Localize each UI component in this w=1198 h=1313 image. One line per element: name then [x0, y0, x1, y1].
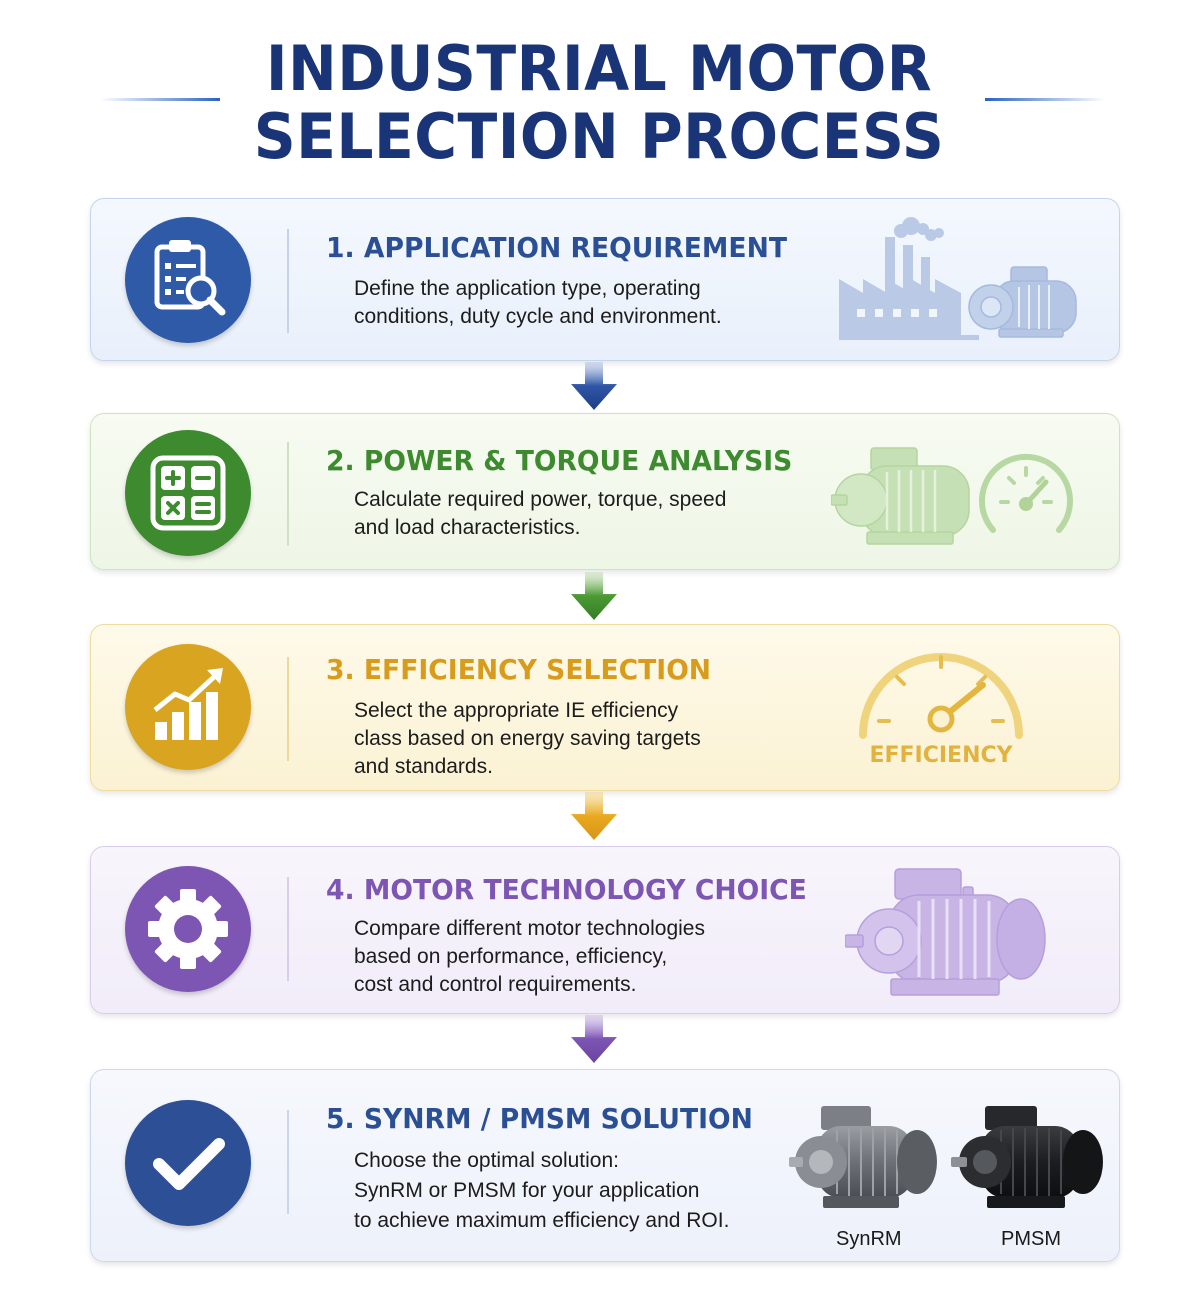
step-line: conditions, duty cycle and environment. — [354, 305, 722, 328]
step-description: Calculate required power, torque, speed … — [354, 486, 726, 542]
step-line: Define the application type, operating — [354, 277, 701, 300]
step-line: to achieve maximum efficiency and ROI. — [354, 1209, 730, 1232]
step-line: Choose the optimal solution: — [354, 1149, 619, 1172]
step-line: and load characteristics. — [354, 516, 581, 539]
clipboard-search-icon — [125, 217, 251, 343]
divider — [287, 229, 289, 333]
checkmark-icon — [125, 1100, 251, 1226]
step-line: class based on energy saving targets — [354, 727, 701, 750]
divider — [287, 657, 289, 761]
divider — [287, 1110, 289, 1214]
step-line: SynRM or PMSM for your application — [354, 1179, 700, 1202]
gauge-label: EFFICIENCY — [869, 743, 1013, 768]
divider — [287, 442, 289, 546]
step-description: Select the appropriate IE efficiency cla… — [354, 697, 701, 781]
step-description: Compare different motor technologies bas… — [354, 915, 705, 999]
step-line: and standards. — [354, 755, 493, 778]
step-line: Select the appropriate IE efficiency — [354, 699, 679, 722]
step-title: 1. APPLICATION REQUIREMENT — [326, 231, 787, 264]
motor-and-gauge-illustration — [830, 442, 1081, 556]
gear-icon — [125, 866, 251, 992]
step-card-3: 3. EFFICIENCY SELECTION Select the appro… — [90, 624, 1120, 791]
step-card-2: 2. POWER & TORQUE ANALYSIS Calculate req… — [90, 413, 1120, 570]
motor-illustration — [844, 867, 1055, 1006]
efficiency-gauge-illustration — [855, 639, 1027, 743]
title-rule-left — [100, 98, 220, 101]
arrow-down-icon — [567, 362, 621, 412]
synrm-motor-illustration — [789, 1104, 941, 1224]
pmsm-motor-illustration — [951, 1104, 1107, 1224]
step-title: 5. SYNRM / PMSM SOLUTION — [326, 1102, 753, 1135]
factory-and-motor-illustration — [839, 217, 1089, 346]
step-card-4: 4. MOTOR TECHNOLOGY CHOICE Compare diffe… — [90, 846, 1120, 1014]
step-card-1: 1. APPLICATION REQUIREMENT Define the ap… — [90, 198, 1120, 361]
arrow-down-icon — [567, 572, 621, 622]
step-line: cost and control requirements. — [354, 973, 637, 996]
arrow-down-icon — [567, 1015, 621, 1065]
arrow-down-icon — [567, 792, 621, 842]
step-description: Define the application type, operating c… — [354, 275, 722, 331]
motor-label-synrm: SynRM — [836, 1228, 902, 1250]
step-line: Calculate required power, torque, speed — [354, 488, 727, 511]
divider — [287, 877, 289, 981]
step-line: based on performance, efficiency, — [354, 945, 668, 968]
growth-chart-icon — [125, 644, 251, 770]
step-description: Choose the optimal solution: SynRM or PM… — [354, 1146, 729, 1236]
step-card-5: 5. SYNRM / PMSM SOLUTION Choose the opti… — [90, 1069, 1120, 1262]
step-title: 2. POWER & TORQUE ANALYSIS — [326, 444, 793, 477]
calculator-icon — [125, 430, 251, 556]
step-line: Compare different motor technologies — [354, 917, 705, 940]
step-title: 4. MOTOR TECHNOLOGY CHOICE — [326, 873, 807, 906]
title-rule-right — [985, 98, 1105, 101]
step-title: 3. EFFICIENCY SELECTION — [326, 653, 712, 686]
motor-label-pmsm: PMSM — [1001, 1228, 1061, 1250]
page-title-line-1: INDUSTRIAL MOTOR — [265, 32, 933, 105]
page-title-line-2: SELECTION PROCESS — [253, 100, 945, 173]
title-block: INDUSTRIAL MOTOR SELECTION PROCESS — [0, 28, 1198, 178]
